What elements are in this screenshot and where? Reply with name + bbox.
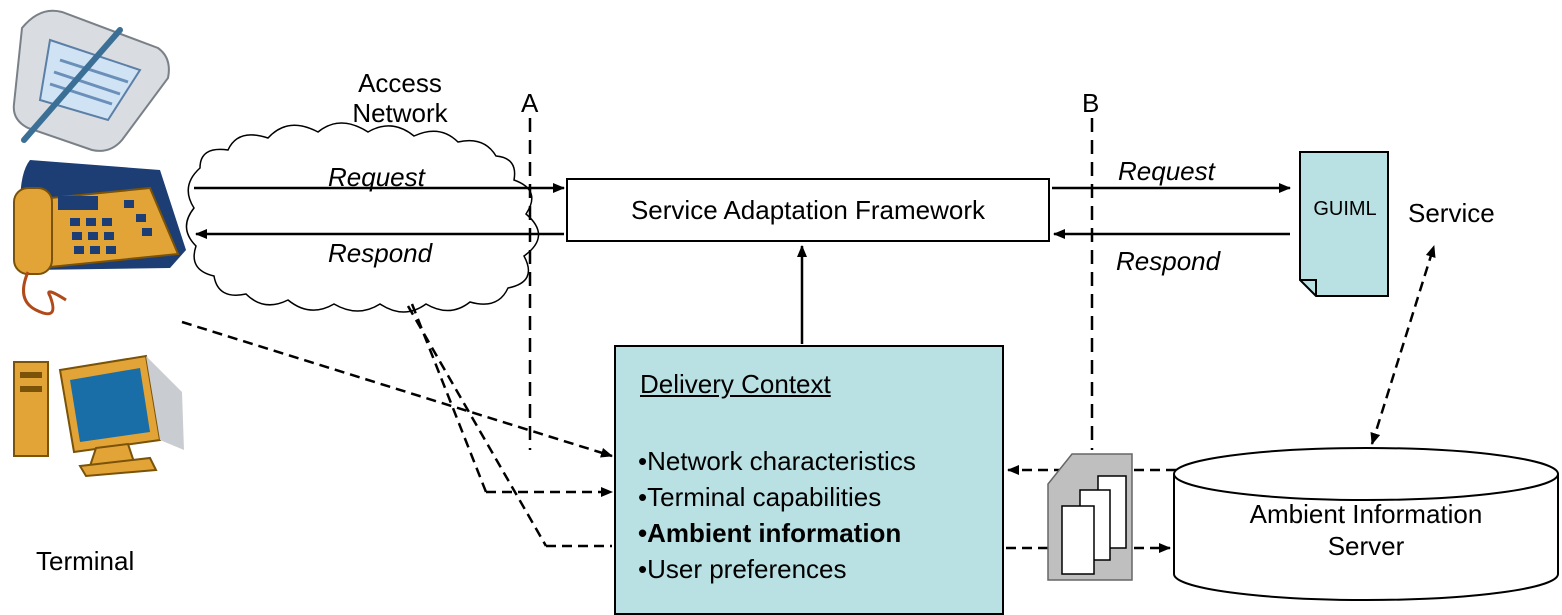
- dashed-arrow-cloud-to-terminal-cap: [410, 303, 488, 493]
- respond-left-label: Respond: [328, 238, 433, 268]
- desk-phone-icon: [13, 160, 187, 316]
- respond-right-label: Respond: [1116, 246, 1221, 276]
- dashed-arrow-terminal-to-network: [181, 320, 613, 458]
- saf-label: Service Adaptation Framework: [630, 194, 986, 225]
- database-cylinder-icon: [1173, 447, 1559, 601]
- desktop-computer-icon: [13, 354, 184, 478]
- service-label: Service: [1408, 198, 1495, 228]
- document-stack-icon: [1047, 453, 1133, 581]
- delivery-context-list: •Network characteristics •Terminal capab…: [638, 443, 916, 587]
- dashed-line-cloud-to-ambient: [406, 305, 548, 547]
- dashed-arrow-service-server: [1370, 245, 1436, 445]
- request-right-label: Request: [1118, 156, 1215, 186]
- list-item: •User preferences: [638, 554, 847, 584]
- list-item: •Ambient information: [638, 518, 902, 548]
- line-a-label: A: [521, 88, 539, 118]
- line-b-label: B: [1082, 88, 1100, 118]
- request-left-label: Request: [328, 162, 425, 192]
- delivery-context-title: Delivery Context: [640, 369, 831, 399]
- document-icon: [1299, 151, 1389, 297]
- service-adaptation-framework-box: Service Adaptation Framework: [566, 178, 1050, 242]
- terminal-label: Terminal: [36, 546, 135, 576]
- ambient-server-label: Ambient Information Server: [1249, 499, 1483, 561]
- list-item: •Terminal capabilities: [638, 482, 882, 512]
- delivery-context-box: Delivery Context •Network characteristic…: [614, 345, 1004, 615]
- cloud-icon: [185, 122, 540, 313]
- access-network-label: Access Network: [352, 68, 448, 128]
- guiml-label: GUIML: [1313, 198, 1377, 220]
- list-item: •Network characteristics: [638, 446, 916, 476]
- pda-icon: [12, 9, 170, 152]
